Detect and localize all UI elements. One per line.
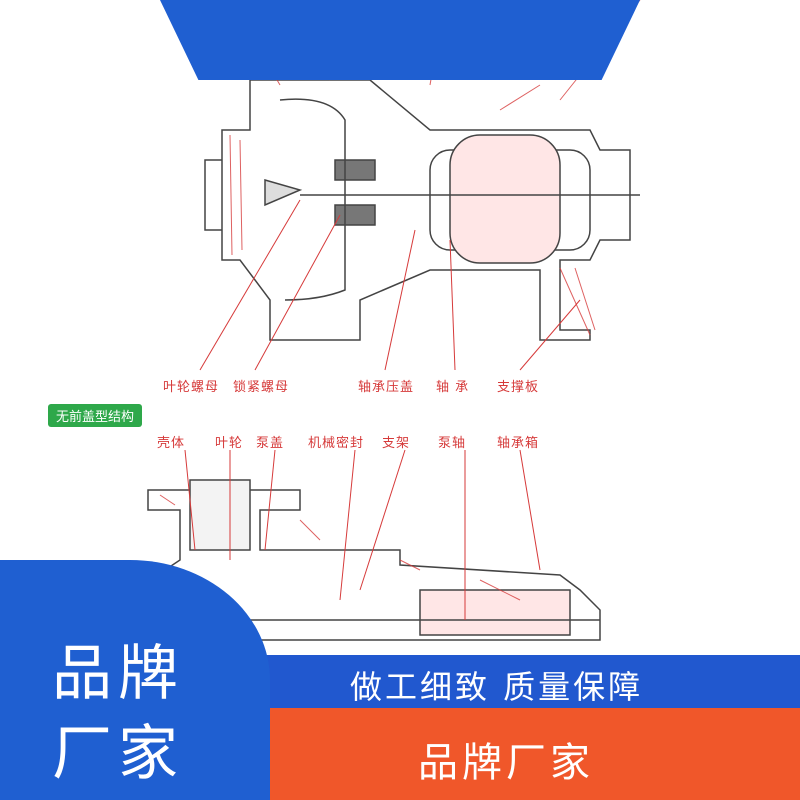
bottom-brand: 品牌厂家 [418,740,594,786]
bottom-orange-bar [250,708,800,800]
pump-shaft-label: 泵轴 [438,436,467,451]
brand-line2: 厂家 [52,719,184,789]
slogan-band [240,655,800,715]
impeller-label: 叶轮 [215,436,244,451]
mechanical-seal-label: 机械密封 [308,436,365,451]
bearing-box-label: 轴承箱 [497,436,540,451]
impeller-nut-label: 叶轮螺母 [163,380,220,395]
slogan: 做工细致 质量保障 [350,668,644,706]
brand-panel [0,560,270,800]
bracket-label: 支架 [382,436,411,451]
pump-cover-label: 泵盖 [256,436,285,451]
casing-label: 壳体 [157,436,186,451]
bearing-gland-label: 轴承压盖 [358,380,415,395]
section-tag: 无前盖型结构 [48,404,143,427]
lock-nut-label: 锁紧螺母 [233,380,290,395]
top-banner [160,0,640,80]
brand-line1: 品牌 [52,639,184,709]
support-plate-label: 支撑板 [497,380,540,395]
bearing-label: 轴 承 [436,380,470,395]
